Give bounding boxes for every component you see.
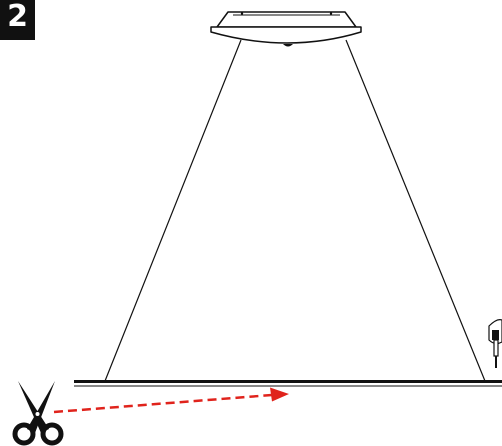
cut-direction-arrow	[53, 387, 289, 414]
pen-icon	[488, 319, 502, 368]
left-cable	[104, 39, 242, 382]
right-cable	[345, 39, 486, 382]
scissors-icon	[12, 381, 64, 446]
ceiling-lamp-icon	[210, 11, 362, 47]
suspension-cables	[104, 39, 486, 382]
step-number-badge: 2	[0, 0, 35, 40]
panel-sheet	[74, 380, 502, 387]
